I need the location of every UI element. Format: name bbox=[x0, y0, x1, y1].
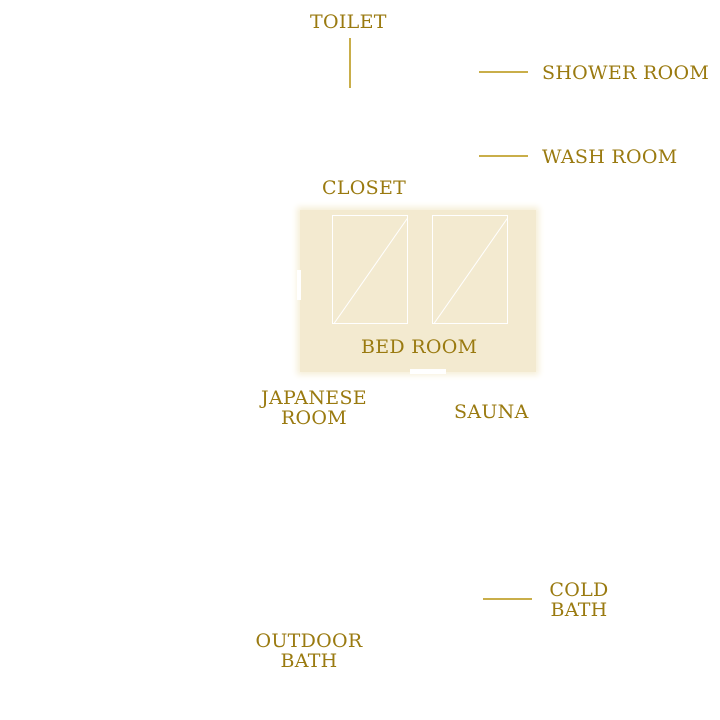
bed-right bbox=[432, 215, 508, 324]
shower-room-leader-line bbox=[479, 71, 528, 73]
outdoor-bath-line2: BATH bbox=[280, 650, 338, 672]
bed-left bbox=[332, 215, 408, 324]
outdoor-bath-label[interactable]: OUTDOOR BATH bbox=[252, 631, 366, 671]
cold-bath-label[interactable]: COLD BATH bbox=[544, 580, 614, 620]
bedroom-area[interactable] bbox=[300, 210, 536, 372]
cold-bath-line2: BATH bbox=[550, 599, 608, 621]
bedroom-door-notch bbox=[410, 369, 446, 374]
japanese-room-line2: ROOM bbox=[280, 407, 348, 429]
bed-right-diagonal bbox=[433, 217, 507, 323]
toilet-label[interactable]: TOILET bbox=[310, 11, 387, 33]
cold-bath-line1: COLD bbox=[549, 579, 609, 601]
wash-room-label[interactable]: WASH ROOM bbox=[542, 146, 678, 168]
bed-left-diagonal bbox=[333, 217, 407, 323]
closet-label[interactable]: CLOSET bbox=[322, 177, 407, 199]
toilet-leader-line bbox=[349, 38, 351, 88]
cold-bath-leader-line bbox=[483, 598, 532, 600]
bedroom-wall-notch bbox=[297, 270, 301, 300]
outdoor-bath-line1: OUTDOOR bbox=[255, 630, 363, 652]
bed-room-label[interactable]: BED ROOM bbox=[361, 336, 478, 358]
shower-room-label[interactable]: SHOWER ROOM bbox=[542, 62, 710, 84]
japanese-room-line1: JAPANESE bbox=[261, 387, 367, 409]
sauna-label[interactable]: SAUNA bbox=[454, 401, 529, 423]
wash-room-leader-line bbox=[479, 155, 528, 157]
japanese-room-label[interactable]: JAPANESE ROOM bbox=[256, 388, 372, 428]
